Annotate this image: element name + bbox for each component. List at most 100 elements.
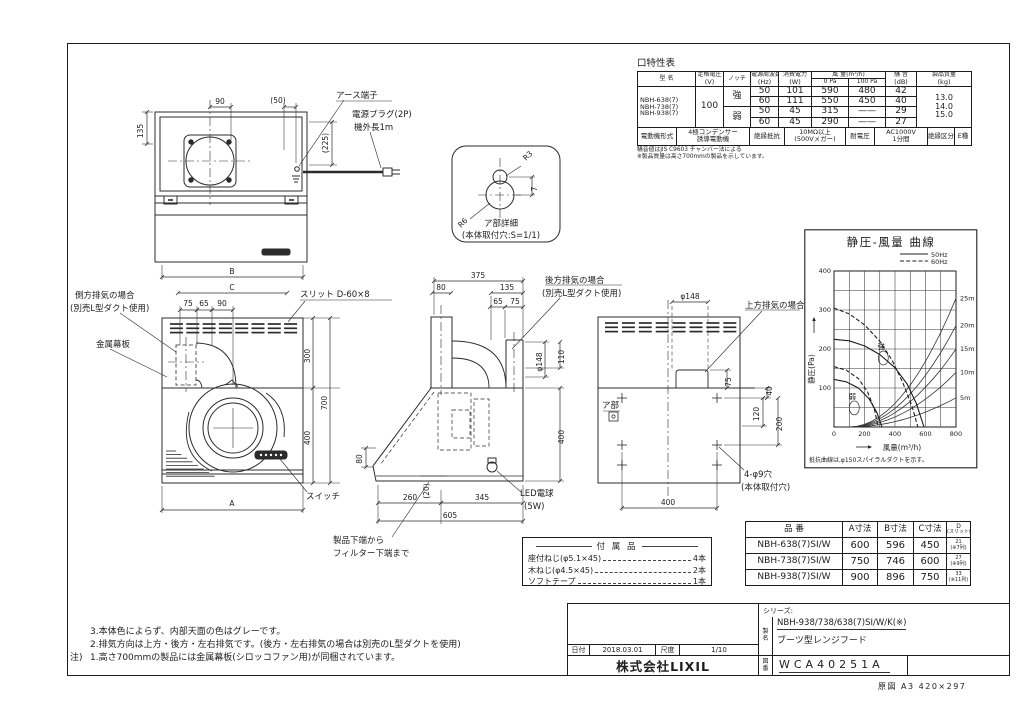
side-exhaust-label-1: 側方排気の場合 bbox=[75, 290, 135, 301]
col-weight: 製品質量(kg) bbox=[916, 71, 972, 87]
dim-90-label: 90 bbox=[215, 97, 225, 106]
col-dim-a: A寸法 bbox=[842, 521, 878, 538]
dim-90f-label: 90 bbox=[217, 299, 227, 308]
part-no: NBH-738(7)SI/W bbox=[745, 553, 843, 570]
w-value: 45 bbox=[778, 106, 812, 118]
db-value: 27 bbox=[885, 116, 917, 129]
vent-slits bbox=[605, 322, 737, 333]
model-names: NBH-638(7)NBH-738(7)NBH-938(7) bbox=[637, 85, 696, 129]
filter-label-2: フィルター下端まで bbox=[333, 548, 409, 559]
paper-size-note: 原図 A3 420×297 bbox=[878, 682, 967, 691]
col-part-no: 品 番 bbox=[745, 521, 843, 538]
dim-b: 896 bbox=[877, 569, 914, 586]
detail-view bbox=[451, 145, 561, 243]
chart-footnote: 抵抗曲線は,φ150スパイラルダクトを示す。 bbox=[809, 456, 928, 464]
motor-value: 4極コンデンサー誘導電動機 bbox=[676, 127, 750, 146]
fan-scroll bbox=[185, 379, 285, 473]
holes-label-2: (本体取付穴) bbox=[741, 482, 790, 493]
date-scale-row: 日付 2018.03.01 尺度 1/10 bbox=[568, 644, 758, 656]
dim-50-label: (50) bbox=[270, 96, 285, 105]
dim-b: 596 bbox=[877, 537, 914, 554]
detail-r3-label: R3 bbox=[521, 149, 535, 163]
dim-225-label: (225) bbox=[321, 133, 330, 153]
spec-footnotes: 騒音値はJIS C9603 チャンバー法による ※製品質量は高さ700mmの製品… bbox=[637, 146, 768, 160]
db-value: 42 bbox=[885, 85, 917, 98]
spec-row: 60 111 550 450 40 bbox=[638, 96, 972, 108]
dim-110-label: 110 bbox=[557, 350, 566, 365]
table-row: NBH-638(7)SI/W 600 596 450 21(※7列) bbox=[745, 537, 971, 554]
dim-20-label: (20) bbox=[422, 483, 431, 498]
chart-title: 静圧-風量 曲線 bbox=[847, 235, 936, 249]
top-exhaust-label: 上方排気の場合 bbox=[745, 300, 805, 311]
side-exhaust-label-2: (別売L型ダクト使用) bbox=[70, 303, 149, 314]
dim-75r-label: 75 bbox=[724, 377, 733, 387]
dim-d: 33(※11列) bbox=[946, 569, 971, 586]
motor-label: 電動機形式 bbox=[637, 127, 677, 146]
note-line: 1.高さ700mmの製品には金属幕板(シロッコファン用)が同梱されています。 bbox=[90, 653, 401, 664]
w-value: 111 bbox=[778, 96, 812, 108]
dim-80t-label: 80 bbox=[436, 283, 446, 292]
col-freq: 電源周波数(Hz) bbox=[750, 71, 779, 87]
title-rule-right bbox=[642, 545, 698, 547]
holes-label-1: 4-φ9穴 bbox=[744, 469, 772, 480]
accessory-item: 木ねじ(φ4.5×45)2本 bbox=[528, 565, 706, 575]
table-row: NBH-938(7)SI/W 900 896 750 33(※11列) bbox=[745, 569, 971, 586]
drawing-number: WCA40251A bbox=[779, 658, 890, 673]
dim-a: 750 bbox=[842, 553, 878, 570]
insulation-value: 10MΩ以上(500Vメガー) bbox=[784, 127, 846, 146]
product-name: ブーツ型レンジフード bbox=[777, 636, 867, 646]
col-power: 消費電力(W) bbox=[778, 71, 812, 87]
insulation-label: 絶縁抵抗 bbox=[749, 127, 785, 146]
slit-label: スリット D-60×8 bbox=[300, 290, 370, 300]
col-0pa: 0 Pa bbox=[811, 78, 849, 87]
dim-75s-label: 75 bbox=[510, 297, 520, 306]
col-noise: 騒 音(dB) bbox=[885, 71, 917, 87]
drawing-no-vlabel: 図番 bbox=[759, 656, 773, 675]
dim-65s-label: 65 bbox=[493, 297, 503, 306]
dim-80l-label: 80 bbox=[355, 454, 364, 464]
svg-text:強: 強 bbox=[878, 341, 886, 351]
svg-text:300: 300 bbox=[819, 306, 831, 314]
dimension-table: 品 番 A寸法 B寸法 C寸法 D(スリット個数) NBH-638(7)SI/W… bbox=[745, 521, 971, 586]
voltage-value: 100 bbox=[695, 85, 724, 129]
svg-text:600: 600 bbox=[919, 430, 931, 438]
dim-120-label: 120 bbox=[752, 407, 761, 422]
y-axis-arrowhead bbox=[812, 317, 816, 321]
col-airflow: 風 量(m³/h) bbox=[811, 70, 886, 80]
notes-block: 3.本体色によらず、内部天面の色はグレーです。 2.排気方向は上方・後方・左右排… bbox=[70, 626, 540, 665]
part-no: NBH-638(7)SI/W bbox=[745, 537, 843, 554]
chart-ylabel: 静圧(Pa) bbox=[806, 354, 816, 384]
hz-value: 60 bbox=[750, 116, 779, 129]
dim-d: 27(※9列) bbox=[946, 553, 971, 570]
col-100pa: 100 Pa bbox=[848, 78, 886, 87]
title-rule-left bbox=[536, 545, 592, 547]
led-label-1: LED電球 bbox=[520, 488, 554, 499]
earth-terminal-symbol bbox=[292, 166, 300, 183]
dim-c: 450 bbox=[913, 537, 947, 554]
metal-panel-label: 金属幕板 bbox=[96, 339, 131, 350]
rear-exhaust-label-2: (別売L型ダクト使用) bbox=[542, 288, 621, 299]
w-value: 101 bbox=[778, 85, 812, 98]
dim-40-label: 40 bbox=[765, 386, 774, 396]
dim-a: 900 bbox=[842, 569, 878, 586]
dim-260-label: 260 bbox=[403, 493, 418, 502]
svg-text:15m: 15m bbox=[960, 345, 975, 353]
svg-text:400: 400 bbox=[819, 267, 831, 275]
q0-value: 290 bbox=[811, 116, 849, 129]
q0-value: 590 bbox=[811, 85, 849, 98]
hz-value: 50 bbox=[750, 85, 779, 98]
svg-text:20m: 20m bbox=[960, 322, 975, 330]
detail-caption: ア部詳細 bbox=[484, 218, 518, 229]
svg-text:800: 800 bbox=[950, 430, 962, 438]
filter-label-1: 製品下端から bbox=[333, 535, 384, 546]
svg-text:200: 200 bbox=[819, 345, 831, 353]
led-bulb bbox=[486, 457, 498, 473]
dim-400-label: 400 bbox=[303, 431, 312, 446]
dim-200-label: 200 bbox=[775, 417, 784, 432]
rear-exhaust-label-1: 後方排気の場合 bbox=[545, 275, 605, 286]
notch-weak: 弱 bbox=[723, 106, 751, 129]
pq-chart-panel: 静圧-風量 曲線 50Hz 60Hz 静圧(Pa) 風量(m³/h) 抵抗曲線は… bbox=[804, 229, 978, 469]
dim-d: 21(※7列) bbox=[946, 537, 971, 554]
